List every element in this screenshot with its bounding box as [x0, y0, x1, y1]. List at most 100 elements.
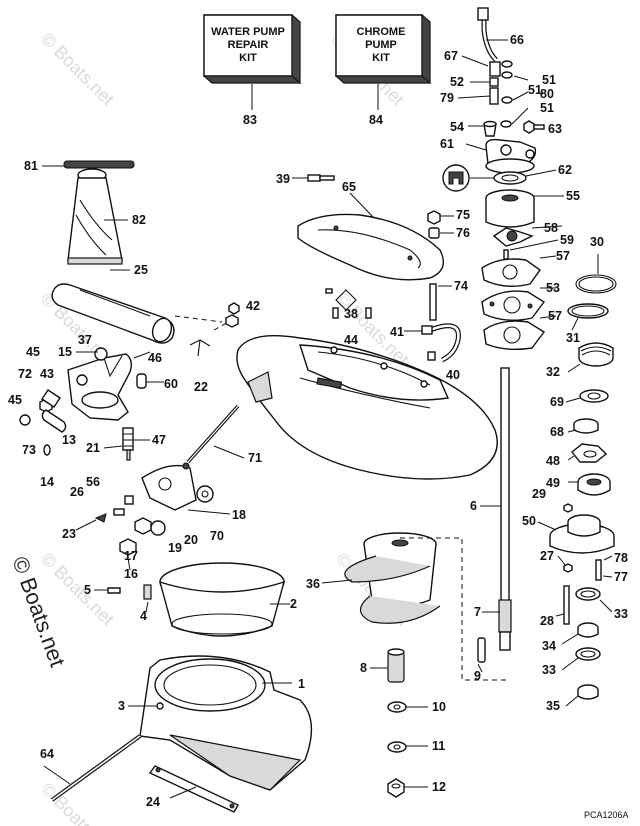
gasket-lower	[483, 320, 546, 351]
svg-text:76: 76	[456, 226, 470, 240]
svg-text:61: 61	[440, 137, 454, 151]
svg-text:58: 58	[544, 221, 558, 235]
svg-text:© Boats.net: © Boats.net	[37, 779, 118, 826]
svg-text:45: 45	[8, 393, 22, 407]
svg-text:82: 82	[132, 213, 146, 227]
svg-text:67: 67	[444, 49, 458, 63]
svg-text:57: 57	[556, 249, 570, 263]
callout-labels: 1 2 3 4 5 6 7 8 9 10 11 12 13 14 15 16 1…	[8, 33, 628, 809]
chrome-pump-kit-box: CHROME PUMP KIT	[334, 13, 432, 85]
svg-text:54: 54	[450, 120, 464, 134]
clip	[189, 339, 211, 357]
svg-text:34: 34	[542, 639, 556, 653]
gasket-upper	[481, 258, 541, 287]
bearing-49	[577, 473, 611, 496]
jet-pump-housing	[236, 335, 498, 480]
svg-text:81: 81	[24, 159, 38, 173]
wear-ring	[158, 562, 286, 637]
svg-text:50: 50	[522, 514, 536, 528]
svg-text:52: 52	[450, 75, 464, 89]
seal-34	[577, 622, 599, 638]
inlet-housing	[139, 655, 313, 791]
svg-text:51: 51	[528, 83, 542, 97]
svg-text:27: 27	[540, 549, 554, 563]
svg-text:38: 38	[344, 307, 358, 321]
svg-text:37: 37	[78, 333, 92, 347]
svg-text:53: 53	[546, 281, 560, 295]
svg-text:7: 7	[474, 605, 481, 619]
tube-66	[477, 7, 501, 77]
svg-text:42: 42	[246, 299, 260, 313]
svg-text:21: 21	[86, 441, 100, 455]
svg-text:72: 72	[18, 367, 32, 381]
hose	[51, 283, 175, 344]
grommet-54	[483, 120, 497, 137]
o-ring-33a	[575, 587, 601, 601]
bearing-housing-50	[549, 514, 615, 554]
svg-text:KIT: KIT	[372, 52, 390, 64]
svg-text:22: 22	[194, 380, 208, 394]
svg-text:45: 45	[26, 345, 40, 359]
ride-plate	[297, 213, 444, 281]
tab-washer-48	[571, 443, 608, 463]
nut-29	[563, 503, 573, 513]
seal-35	[577, 684, 599, 700]
svg-text:74: 74	[454, 279, 468, 293]
snap-ring-30	[575, 274, 617, 294]
svg-text:11: 11	[432, 739, 445, 753]
reverse-bracket	[67, 347, 147, 421]
drive-shaft	[498, 367, 512, 651]
svg-text:20: 20	[184, 533, 198, 547]
grease-tube	[63, 160, 135, 265]
svg-text:KIT: KIT	[239, 52, 257, 64]
svg-text:2: 2	[290, 597, 297, 611]
svg-text:68: 68	[550, 425, 564, 439]
screw-42	[225, 302, 240, 328]
svg-text:3: 3	[118, 699, 125, 713]
lock-washer-11	[387, 741, 407, 753]
svg-text:49: 49	[546, 476, 560, 490]
svg-text:66: 66	[510, 33, 524, 47]
svg-text:36: 36	[306, 577, 320, 591]
svg-text:23: 23	[62, 527, 76, 541]
svg-text:44: 44	[344, 333, 358, 347]
svg-text:12: 12	[432, 780, 446, 794]
svg-text:26: 26	[70, 485, 84, 499]
spacer-8	[387, 648, 405, 683]
nut-12	[387, 778, 405, 798]
svg-text:55: 55	[566, 189, 580, 203]
svg-text:63: 63	[548, 122, 562, 136]
svg-text:51: 51	[540, 101, 554, 115]
svg-text:15: 15	[58, 345, 72, 359]
svg-text:REPAIR: REPAIR	[228, 39, 269, 51]
svg-text:1: 1	[298, 677, 305, 691]
seal-32	[578, 342, 614, 367]
svg-text:73: 73	[22, 443, 36, 457]
svg-text:33: 33	[614, 607, 628, 621]
svg-text:70: 70	[210, 529, 224, 543]
water-pump-repair-kit-box: WATER PUMP REPAIR KIT	[202, 13, 302, 85]
svg-text:51: 51	[542, 73, 556, 87]
svg-text:19: 19	[168, 541, 182, 555]
o-rings	[489, 60, 513, 128]
washer-10	[387, 701, 407, 713]
svg-text:18: 18	[232, 508, 246, 522]
stud-74	[429, 283, 437, 321]
svg-text:WATER PUMP: WATER PUMP	[211, 26, 285, 38]
svg-text:30: 30	[590, 235, 604, 249]
svg-text:25: 25	[134, 263, 148, 277]
svg-text:78: 78	[614, 551, 628, 565]
fittings-left	[19, 389, 134, 461]
svg-text:32: 32	[546, 365, 560, 379]
svg-text:28: 28	[540, 614, 554, 628]
svg-text:© Boats.net: © Boats.net	[37, 29, 118, 110]
stud-28	[563, 585, 570, 625]
svg-text:16: 16	[124, 567, 138, 581]
svg-text:6: 6	[470, 499, 477, 513]
hose-fitting	[421, 323, 461, 363]
svg-text:8: 8	[360, 661, 367, 675]
svg-text:CHROME: CHROME	[357, 26, 406, 38]
svg-text:39: 39	[276, 172, 290, 186]
svg-text:9: 9	[474, 669, 481, 683]
spacer-68	[573, 418, 599, 434]
